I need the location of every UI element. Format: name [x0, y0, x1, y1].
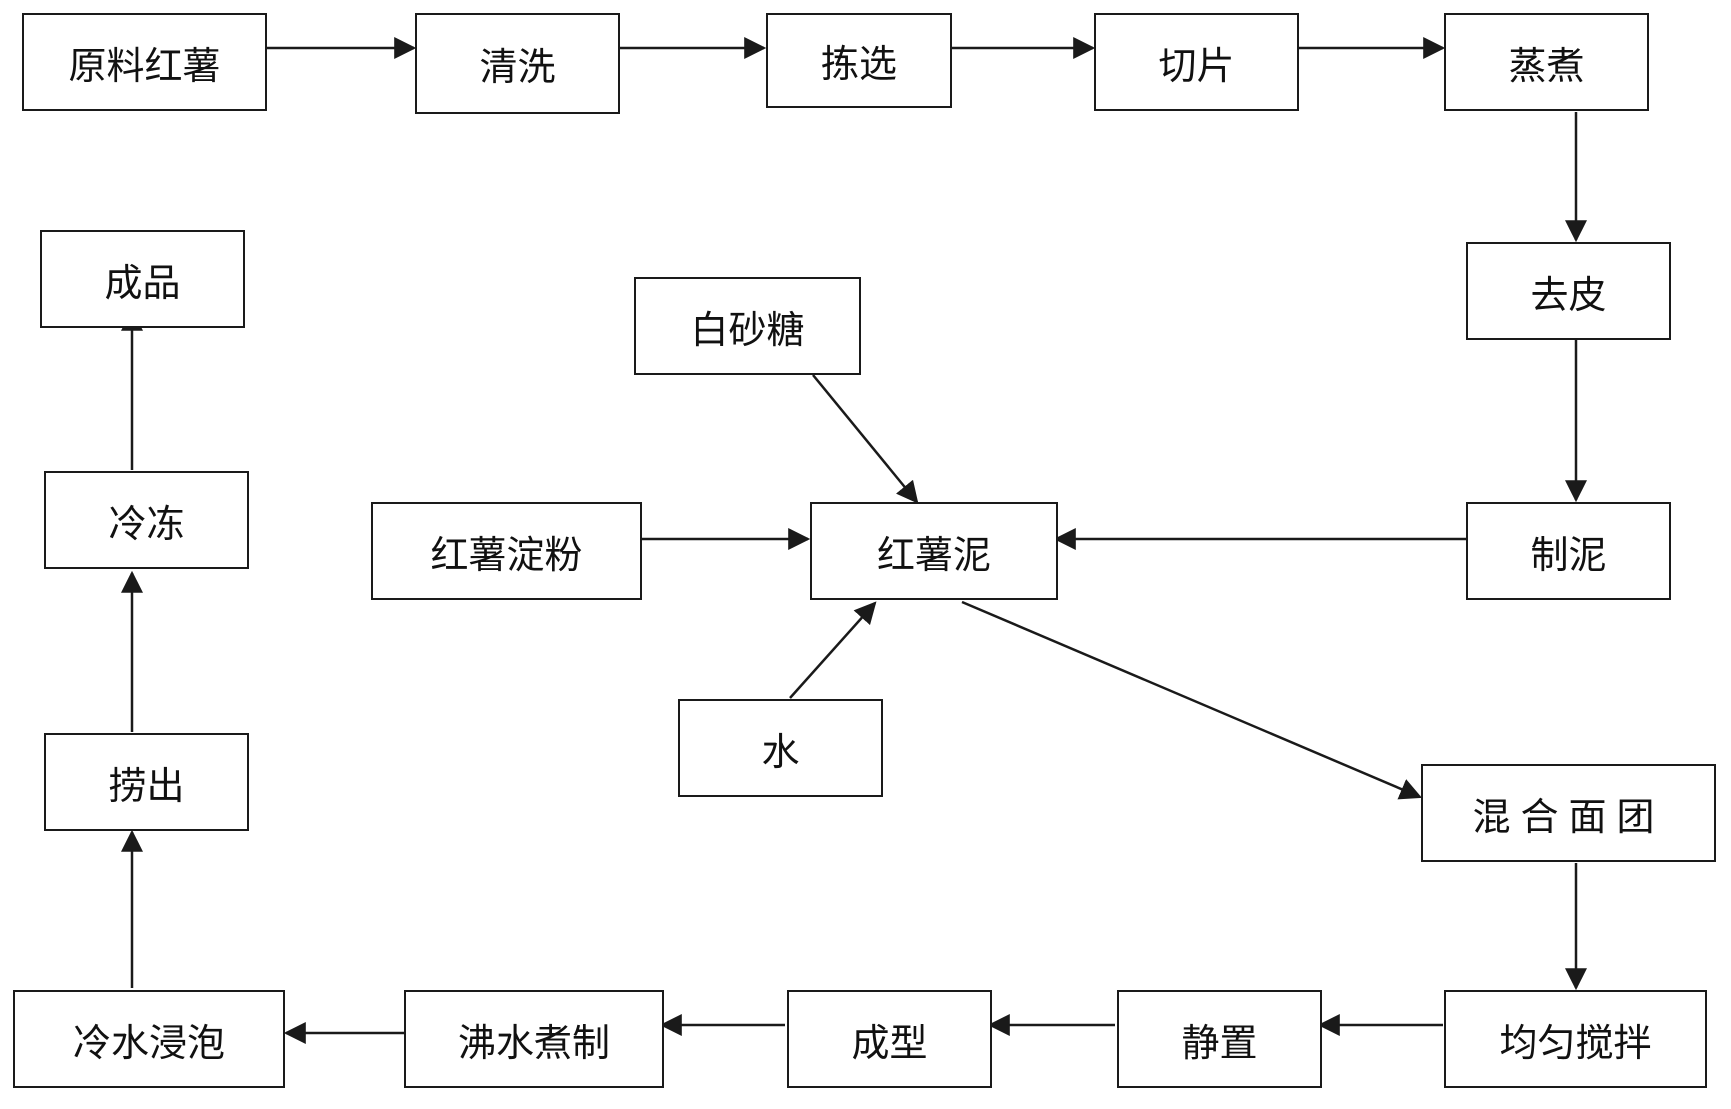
node-label: 原料红薯 [68, 35, 220, 90]
node-finished-product: 成品 [40, 230, 245, 328]
node-peel: 去皮 [1466, 242, 1671, 340]
node-remove: 捞出 [44, 733, 249, 831]
node-sweet-potato-paste: 红薯泥 [810, 502, 1058, 600]
arrow-sugar-to-paste [813, 375, 917, 502]
node-stir-evenly: 均匀搅拌 [1444, 990, 1707, 1088]
node-mixed-dough: 混合面团 [1421, 764, 1716, 862]
node-label: 蒸煮 [1508, 35, 1584, 90]
node-boil: 沸水煮制 [404, 990, 664, 1088]
node-label: 拣选 [821, 33, 897, 88]
arrow-water-to-paste [790, 603, 875, 698]
node-label: 红薯淀粉 [430, 524, 582, 579]
node-label: 冷水浸泡 [73, 1012, 225, 1067]
node-cold-soak: 冷水浸泡 [13, 990, 285, 1088]
node-freeze: 冷冻 [44, 471, 249, 569]
node-label: 清洗 [479, 36, 555, 91]
node-label: 沸水煮制 [458, 1012, 610, 1067]
node-raw-sweet-potato: 原料红薯 [22, 13, 267, 111]
node-label: 水 [761, 721, 799, 776]
node-label: 捞出 [108, 755, 184, 810]
node-label: 均匀搅拌 [1499, 1012, 1651, 1067]
node-label: 静置 [1181, 1012, 1257, 1067]
node-label: 红薯泥 [877, 524, 991, 579]
node-water: 水 [678, 699, 883, 797]
node-label: 白砂糖 [690, 299, 804, 354]
node-label: 去皮 [1530, 264, 1606, 319]
node-label: 制泥 [1530, 524, 1606, 579]
node-sort: 拣选 [766, 13, 952, 108]
node-label: 成品 [104, 252, 180, 307]
node-rest: 静置 [1117, 990, 1322, 1088]
node-label: 混合面团 [1472, 786, 1664, 841]
node-sweet-potato-starch: 红薯淀粉 [371, 502, 642, 600]
node-label: 成型 [851, 1012, 927, 1067]
node-slice: 切片 [1094, 13, 1299, 111]
node-white-sugar: 白砂糖 [634, 277, 861, 375]
node-make-paste: 制泥 [1466, 502, 1671, 600]
node-wash: 清洗 [415, 13, 620, 114]
node-label: 冷冻 [108, 493, 184, 548]
arrow-paste-to-dough [962, 602, 1420, 797]
node-label: 切片 [1158, 35, 1234, 90]
node-steam: 蒸煮 [1444, 13, 1649, 111]
node-shape: 成型 [787, 990, 992, 1088]
